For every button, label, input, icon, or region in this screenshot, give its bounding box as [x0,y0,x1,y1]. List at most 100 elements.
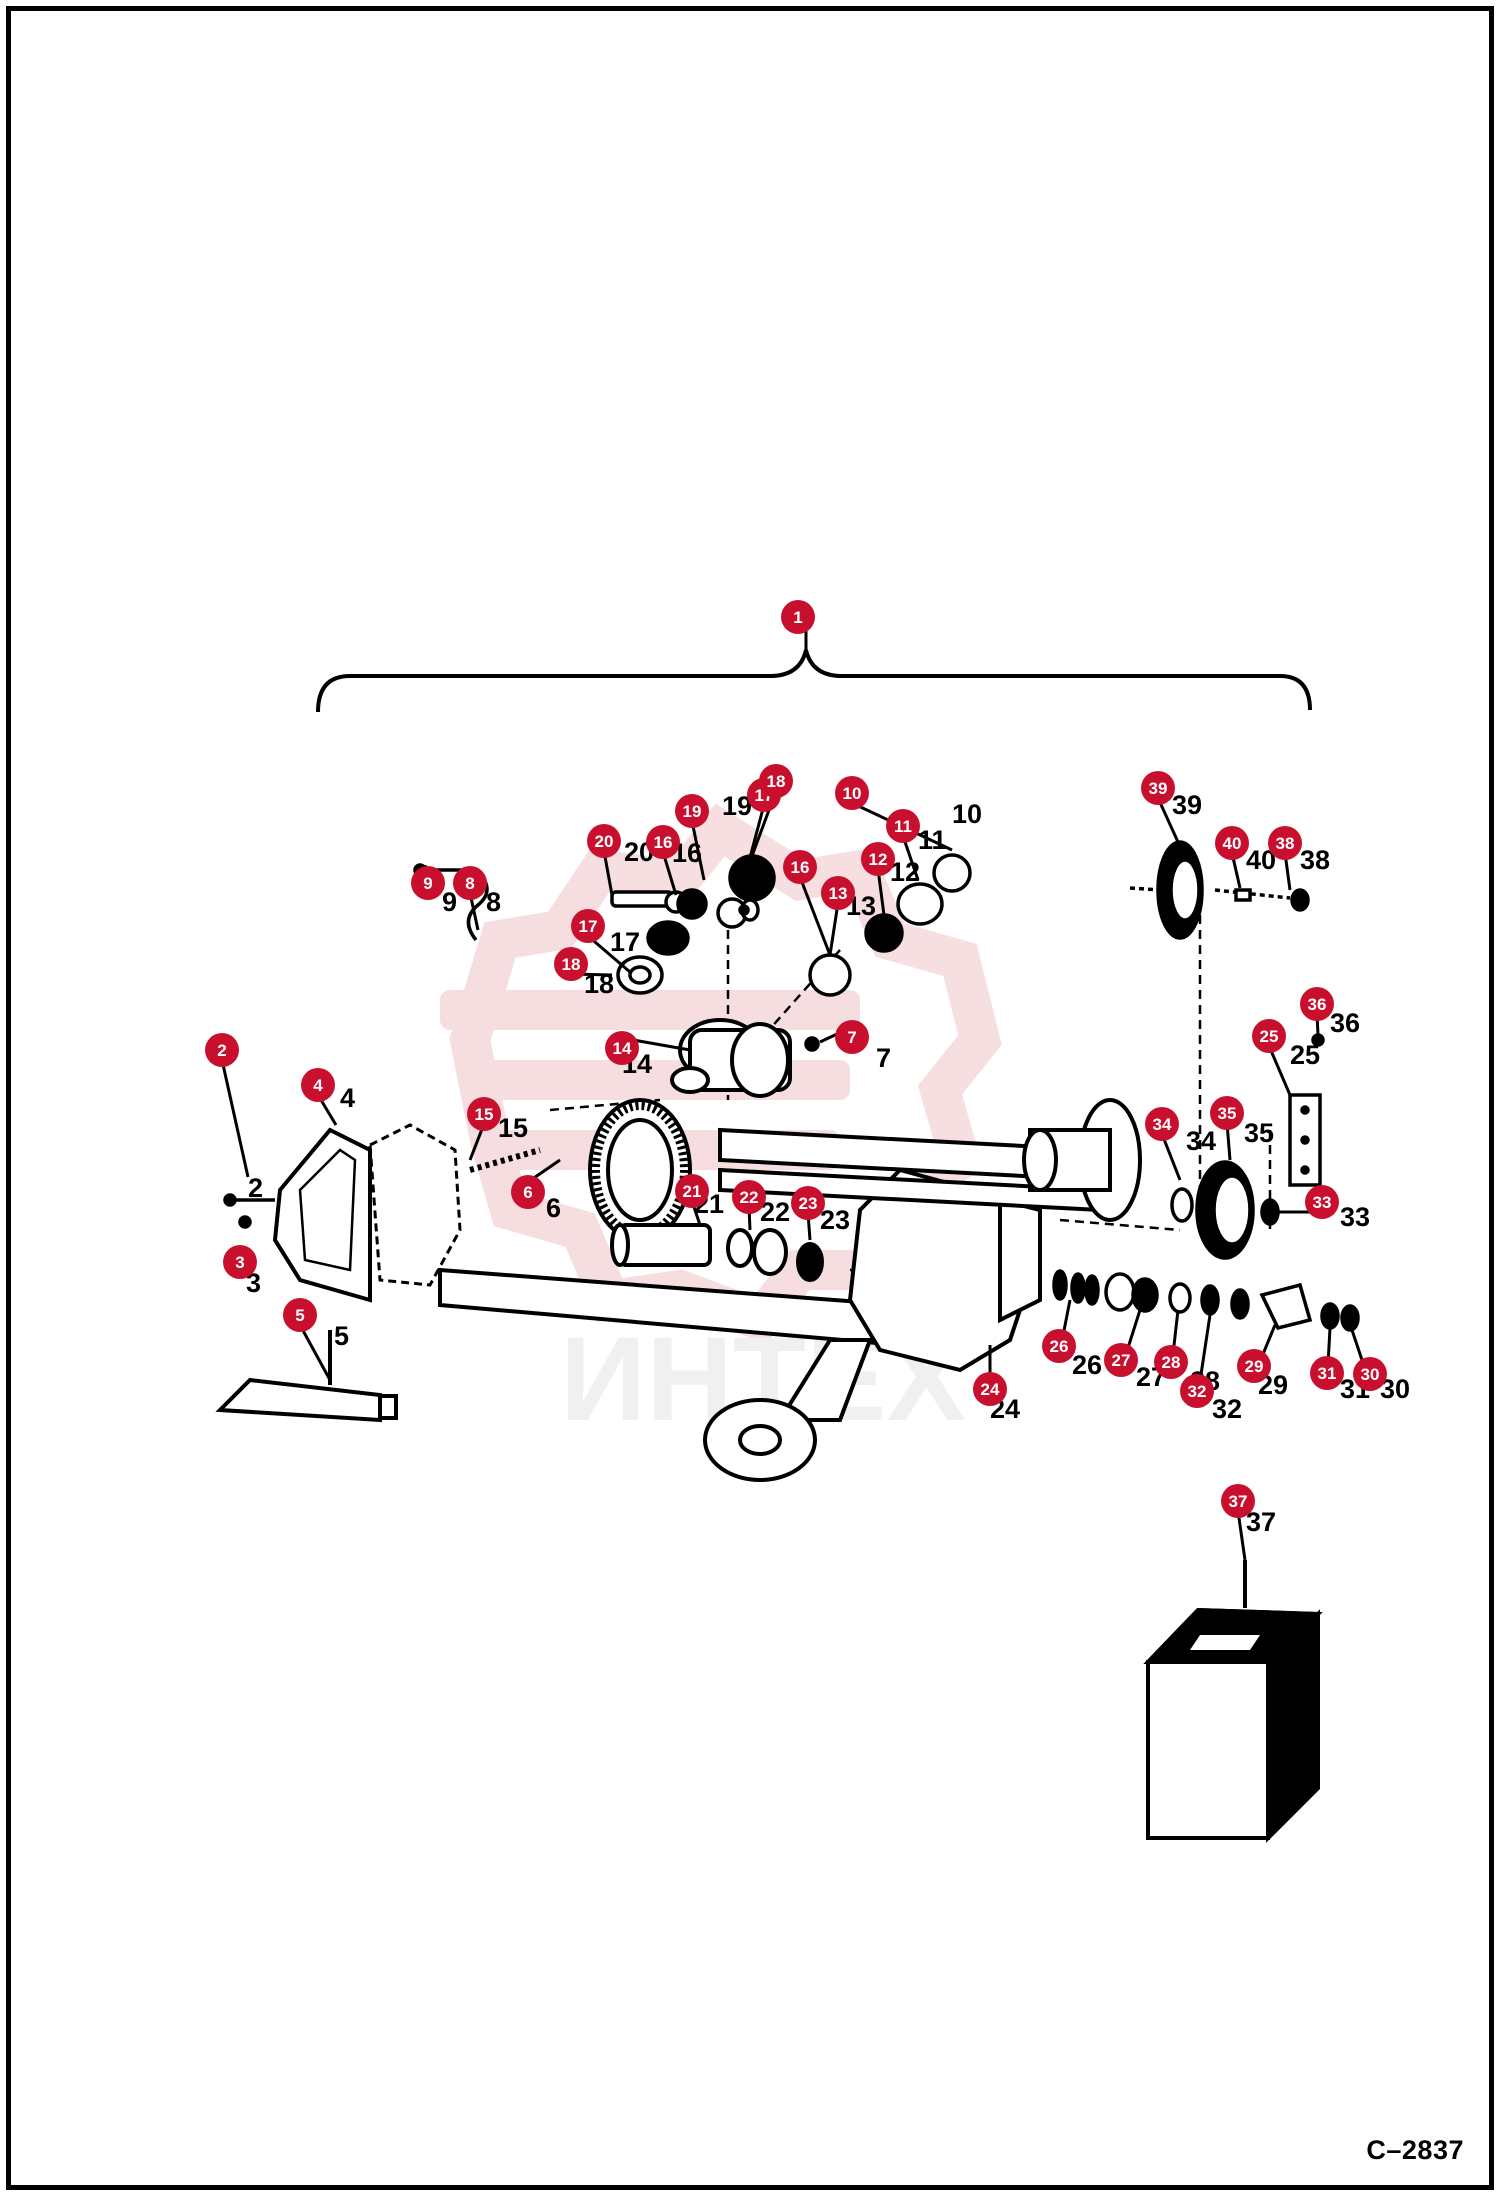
callout-circle [1305,1185,1339,1219]
callout-marker[interactable]: 25 [1252,1019,1286,1053]
callout-number: 17 [579,917,598,936]
callout-marker[interactable]: 7 [835,1020,869,1054]
callout-marker[interactable]: 35 [1210,1096,1244,1130]
callout-marker[interactable]: 40 [1215,826,1249,860]
callout-marker[interactable]: 22 [732,1180,766,1214]
callout-number: 8 [465,874,474,893]
callout-marker[interactable]: 39 [1141,771,1175,805]
callout-circle [1353,1357,1387,1391]
gear-set [610,853,972,997]
callout-marker[interactable]: 37 [1221,1484,1255,1518]
callout-marker[interactable]: 9 [411,866,445,900]
callout-marker[interactable]: 5 [283,1298,317,1332]
callout-marker[interactable]: 14 [605,1031,639,1065]
callout-marker[interactable]: 34 [1145,1107,1179,1141]
callout-circle [1215,826,1249,860]
callout-marker[interactable]: 30 [1353,1357,1387,1391]
callout-marker[interactable]: 21 [675,1174,709,1208]
callout-number: 39 [1149,779,1168,798]
leader-line [1156,797,1180,843]
callout-marker[interactable]: 10 [835,776,869,810]
callout-circle [223,1245,257,1279]
callout-marker[interactable]: 15 [467,1097,501,1131]
callout-marker[interactable]: 29 [1237,1349,1271,1383]
callout-marker[interactable]: 1 [781,600,815,634]
callout-number: 14 [613,1039,632,1058]
callout-marker[interactable]: 17 [571,909,605,943]
callout-marker[interactable]: 12 [861,842,895,876]
part-number-label: 2 [248,1173,263,1203]
part-number-label: 18 [584,969,614,999]
callout-circle [1252,1019,1286,1053]
callout-circle [301,1068,335,1102]
part-number-label: 12 [890,857,920,887]
callout-circle [453,866,487,900]
callout-circle [1104,1343,1138,1377]
callout-marker[interactable]: 27 [1104,1343,1138,1377]
callout-marker[interactable]: 2 [205,1033,239,1067]
part-number-label: 26 [1072,1350,1102,1380]
callout-marker[interactable]: 13 [821,876,855,910]
callout-marker[interactable]: 16 [783,850,817,884]
callout-circle [283,1298,317,1332]
part-number-label: 39 [1172,790,1202,820]
leader-line [798,876,832,956]
leader-line [901,835,920,881]
callout-marker[interactable]: 28 [1154,1345,1188,1379]
part-number-label: 32 [1212,1394,1242,1424]
callout-number: 5 [295,1306,304,1325]
callout-circle [835,776,869,810]
figure-code: C–2837 [1366,2135,1464,2165]
callout-circle [1268,826,1302,860]
callout-number: 26 [1050,1337,1069,1356]
callout-marker[interactable]: 3 [223,1245,257,1279]
callout-marker[interactable]: 18 [554,947,588,981]
callout-marker[interactable]: 36 [1300,987,1334,1021]
callout-circle [411,866,445,900]
callout-number: 4 [313,1076,323,1095]
leader-line [220,1059,250,1178]
leader-line [828,902,840,956]
callout-number: 6 [523,1183,532,1202]
callout-marker[interactable]: 31 [1310,1356,1344,1390]
callout-number: 1 [793,608,802,627]
callout-marker[interactable]: 33 [1305,1185,1339,1219]
callout-number: 30 [1361,1365,1380,1384]
leader-line [1160,1133,1182,1181]
callout-marker[interactable]: 8 [453,866,487,900]
callout-marker[interactable]: 11 [886,809,920,843]
callout-marker[interactable]: 6 [511,1175,545,1209]
leader-line [690,820,706,881]
differential-cover [272,1123,462,1303]
callout-marker[interactable]: 19 [675,794,709,828]
callout-marker[interactable]: 16 [646,825,680,859]
leader-line [602,850,614,896]
part-number-label: 33 [1340,1202,1370,1232]
part-number-label: 17 [610,927,640,957]
pinion-assembly [610,1223,824,1282]
callout-marker[interactable]: 18 [759,764,793,798]
callout-marker[interactable]: 26 [1042,1329,1076,1363]
callout-marker[interactable]: 4 [301,1068,335,1102]
part-number-label: 34 [1186,1126,1216,1156]
callout-circle [467,1097,501,1131]
leader-line [876,868,886,916]
callout-circle [821,876,855,910]
callout-number: 37 [1229,1492,1248,1511]
callout-circle [759,764,793,798]
callout-marker[interactable]: 24 [973,1372,1007,1406]
callout-circle [781,600,815,634]
callout-number: 16 [654,833,673,852]
callout-circle [646,825,680,859]
callout-circle [1210,1096,1244,1130]
callout-circle [605,1031,639,1065]
callout-circle [1310,1356,1344,1390]
callout-marker[interactable]: 38 [1268,826,1302,860]
callout-marker[interactable]: 32 [1180,1374,1214,1408]
callout-marker[interactable]: 23 [791,1186,825,1220]
callout-number: 2 [217,1041,226,1060]
callout-number: 7 [847,1028,856,1047]
callout-marker[interactable]: 20 [587,824,621,858]
spur-gear-lower [1170,1033,1325,1260]
